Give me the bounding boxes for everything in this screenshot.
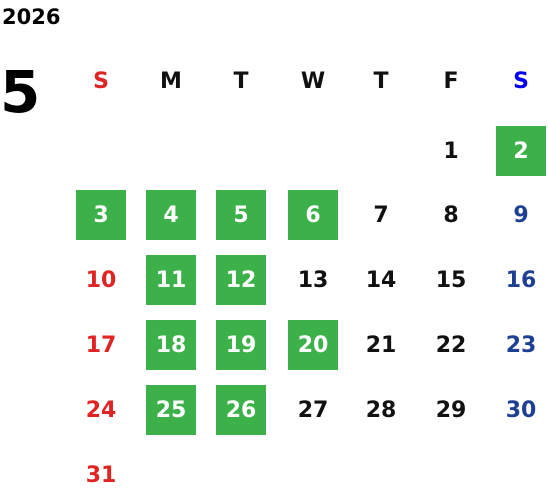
calendar-day[interactable]: 4 — [146, 190, 196, 240]
calendar-day[interactable]: 9 — [513, 202, 529, 228]
calendar-day[interactable]: 25 — [146, 385, 196, 435]
calendar-day[interactable]: 8 — [443, 202, 459, 228]
calendar-day[interactable]: 20 — [288, 320, 338, 370]
calendar-day[interactable]: 10 — [85, 267, 117, 293]
calendar-day[interactable]: 19 — [216, 320, 266, 370]
calendar-day[interactable]: 29 — [435, 397, 467, 423]
calendar-day[interactable]: 7 — [373, 202, 389, 228]
year-label: 2026 — [2, 5, 61, 29]
month-number: 5 — [0, 58, 41, 126]
calendar-day[interactable]: 13 — [297, 267, 329, 293]
calendar-day[interactable]: 14 — [365, 267, 397, 293]
calendar-day[interactable]: 22 — [435, 332, 467, 358]
weekday-header: T — [233, 68, 249, 94]
calendar-day[interactable]: 17 — [85, 332, 117, 358]
calendar-day[interactable]: 1 — [443, 138, 459, 164]
weekday-header: S — [513, 68, 529, 94]
calendar-day[interactable]: 2 — [496, 126, 546, 176]
calendar-day[interactable]: 27 — [297, 397, 329, 423]
calendar-day[interactable]: 24 — [85, 397, 117, 423]
calendar-day[interactable]: 3 — [76, 190, 126, 240]
weekday-header: T — [373, 68, 389, 94]
calendar-day[interactable]: 21 — [365, 332, 397, 358]
calendar-day[interactable]: 28 — [365, 397, 397, 423]
calendar-day[interactable]: 6 — [288, 190, 338, 240]
calendar-day[interactable]: 15 — [435, 267, 467, 293]
calendar-day[interactable]: 18 — [146, 320, 196, 370]
calendar-day[interactable]: 11 — [146, 255, 196, 305]
weekday-header: F — [443, 68, 459, 94]
calendar-day[interactable]: 31 — [85, 462, 117, 488]
calendar-day[interactable]: 12 — [216, 255, 266, 305]
calendar-day[interactable]: 26 — [216, 385, 266, 435]
weekday-header: S — [93, 68, 109, 94]
weekday-header: W — [300, 68, 326, 94]
calendar-day[interactable]: 30 — [505, 397, 537, 423]
weekday-header: M — [160, 68, 182, 94]
calendar-day[interactable]: 23 — [505, 332, 537, 358]
calendar-day[interactable]: 16 — [505, 267, 537, 293]
calendar-day[interactable]: 5 — [216, 190, 266, 240]
